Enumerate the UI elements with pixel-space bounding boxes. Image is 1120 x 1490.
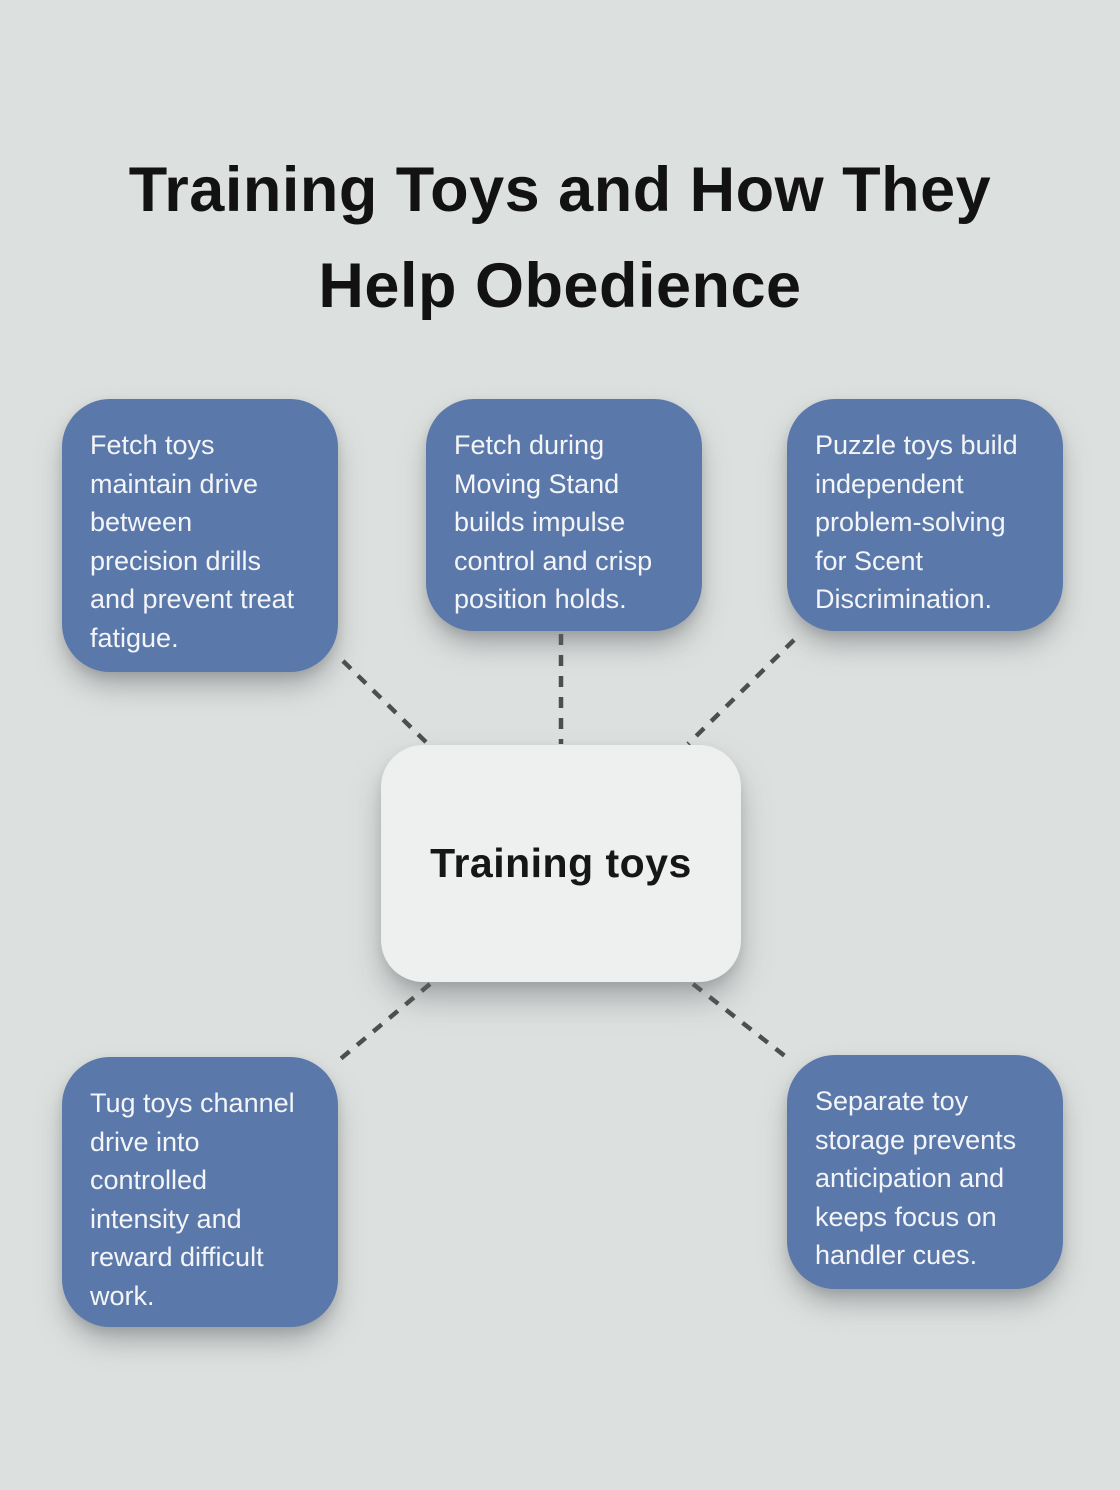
node-fetch-moving-stand: Fetch during Moving Stand builds impulse…	[426, 399, 702, 631]
connector-top-left	[341, 659, 432, 748]
node-puzzle-toys: Puzzle toys build independent problem-so…	[787, 399, 1063, 631]
node-tug-toys: Tug toys channel drive into controlled i…	[62, 1057, 338, 1327]
connector-bottom-right	[691, 982, 792, 1062]
center-node-label: Training toys	[430, 840, 692, 886]
connector-bottom-left	[336, 982, 432, 1063]
node-toy-storage: Separate toy storage prevents anticipati…	[787, 1055, 1063, 1289]
node-toy-storage-text: Separate toy storage prevents anticipati…	[815, 1086, 1017, 1270]
connector-top-right	[686, 638, 796, 746]
page-title: Training Toys and How They Help Obedienc…	[128, 155, 992, 322]
node-fetch-toys-text: Fetch toys maintain drive between precis…	[90, 430, 295, 653]
node-fetch-moving-stand-text: Fetch during Moving Stand builds impulse…	[454, 430, 653, 614]
node-fetch-toys: Fetch toys maintain drive between precis…	[62, 399, 338, 672]
center-node: Training toys	[381, 745, 741, 982]
node-puzzle-toys-text: Puzzle toys build independent problem-so…	[815, 430, 1018, 614]
node-tug-toys-text: Tug toys channel drive into controlled i…	[90, 1088, 295, 1311]
